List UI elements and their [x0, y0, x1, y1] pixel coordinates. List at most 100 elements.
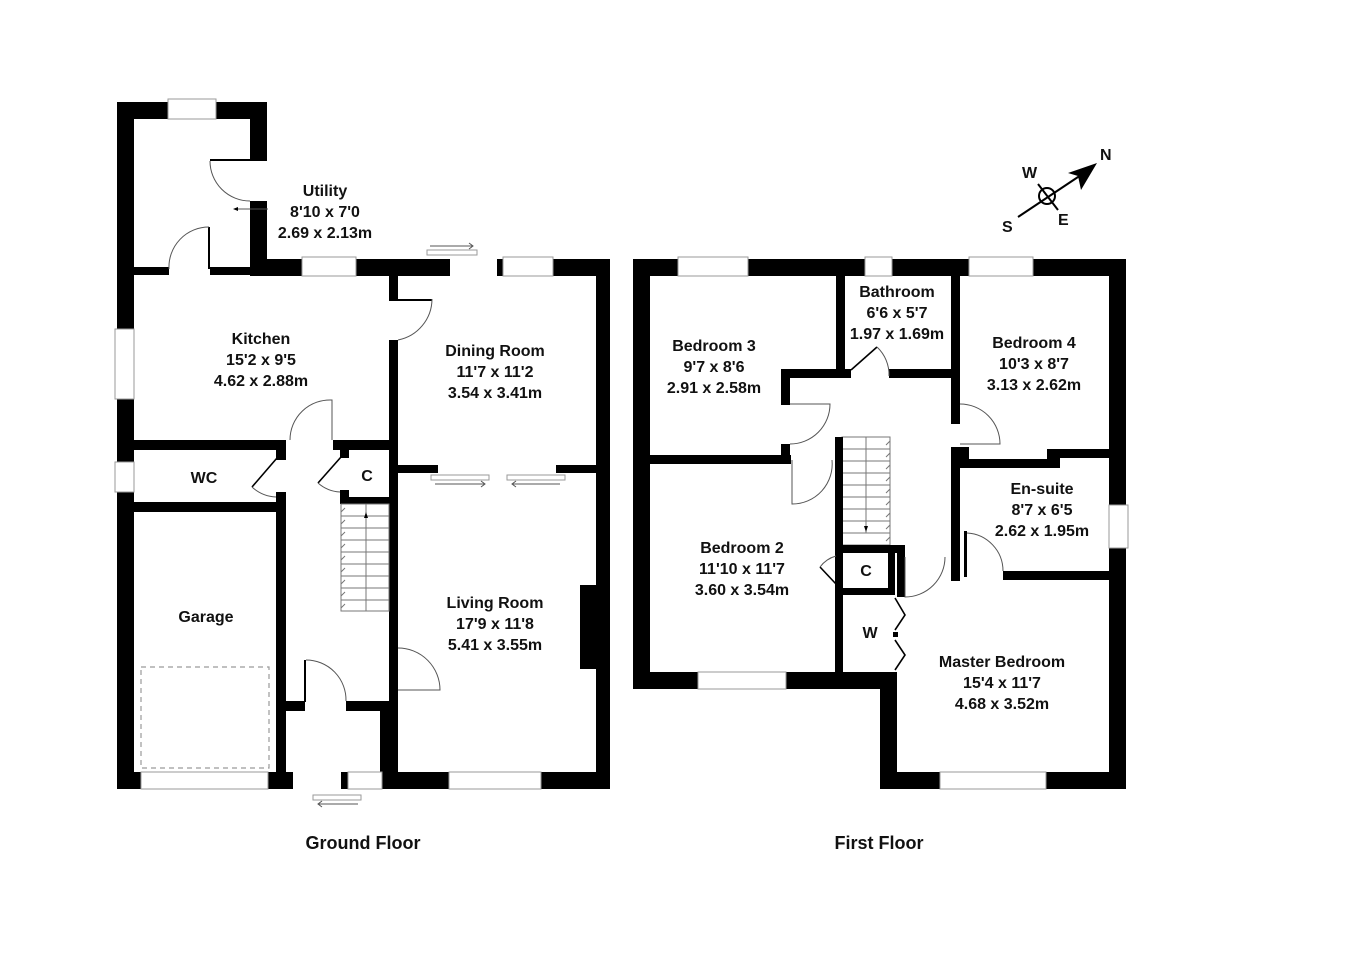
window [301, 256, 357, 277]
door-swing [168, 226, 210, 270]
wall [210, 267, 267, 275]
wall [951, 276, 960, 424]
svg-text:4.68 x 3.52m: 4.68 x 3.52m [955, 696, 1049, 713]
wall [210, 159, 267, 161]
wall [893, 632, 898, 637]
room-label-living: Living Room 17'9 x 11'8 5.41 x 3.55m [447, 595, 544, 654]
wall [556, 465, 596, 473]
ground-floor-plan [114, 98, 610, 808]
wall [286, 701, 305, 711]
room-label-garage: Garage [178, 609, 233, 626]
window [114, 461, 135, 493]
staircase [841, 436, 891, 546]
sliding-door [312, 794, 362, 801]
sliding-arrow [317, 800, 358, 808]
svg-text:Kitchen: Kitchen [232, 331, 291, 348]
svg-text:15'4 x 11'7: 15'4 x 11'7 [963, 675, 1041, 692]
svg-text:3.60 x 3.54m: 3.60 x 3.54m [695, 582, 789, 599]
wall [1003, 571, 1109, 580]
door-swing [876, 346, 890, 377]
svg-text:2.91 x 2.58m: 2.91 x 2.58m [667, 380, 761, 397]
wall [340, 490, 349, 502]
svg-text:Bedroom 2: Bedroom 2 [700, 540, 784, 557]
wall [389, 276, 398, 299]
wall [117, 772, 141, 789]
wall [276, 450, 286, 460]
wall [1047, 449, 1109, 458]
svg-text:6'6 x 5'7: 6'6 x 5'7 [867, 305, 928, 322]
window [448, 771, 542, 790]
svg-text:8'10 x 7'0: 8'10 x 7'0 [290, 204, 360, 221]
door-swing [305, 659, 347, 702]
door-swing [904, 556, 946, 598]
compass-east: E [1058, 212, 1069, 229]
wall [880, 672, 897, 789]
svg-text:Bedroom 4: Bedroom 4 [992, 335, 1076, 352]
svg-text:10'3 x 8'7: 10'3 x 8'7 [999, 356, 1069, 373]
sliding-arrow [511, 480, 560, 488]
window [1108, 504, 1129, 549]
wardrobe-doors [894, 597, 906, 671]
sliding-door [430, 474, 490, 481]
wall [208, 227, 210, 269]
svg-text:Bathroom: Bathroom [859, 284, 935, 301]
wall [276, 512, 286, 789]
door-swing [819, 555, 837, 568]
svg-text:9'7 x 8'6: 9'7 x 8'6 [684, 359, 745, 376]
wall [781, 444, 790, 464]
sliding-arrow [430, 242, 474, 250]
svg-text:11'7 x 11'2: 11'7 x 11'2 [456, 364, 533, 381]
svg-text:3.54 x 3.41m: 3.54 x 3.41m [448, 385, 542, 402]
svg-text:17'9 x 11'8: 17'9 x 11'8 [456, 616, 534, 633]
window [697, 671, 787, 690]
door [317, 456, 342, 484]
wall [117, 102, 134, 292]
wall [134, 267, 169, 275]
svg-text:En-suite: En-suite [1010, 481, 1073, 498]
door-swing [397, 298, 433, 341]
wall [897, 553, 905, 597]
wall [888, 553, 895, 595]
room-label-bathroom: Bathroom 6'6 x 5'7 1.97 x 1.69m [850, 284, 944, 343]
svg-text:Dining Room: Dining Room [445, 343, 545, 360]
car-space [140, 666, 270, 769]
wall [380, 711, 389, 789]
room-label-bedroom-3: Bedroom 3 9'7 x 8'6 2.91 x 2.58m [667, 338, 761, 397]
svg-text:Master Bedroom: Master Bedroom [939, 654, 1065, 671]
wall [134, 440, 286, 450]
room-label-ensuite: En-suite 8'7 x 6'5 2.62 x 1.95m [995, 481, 1089, 540]
wall [389, 299, 432, 301]
svg-text:4.62 x 2.88m: 4.62 x 2.88m [214, 373, 308, 390]
garage-door [140, 771, 269, 790]
wall [340, 497, 389, 504]
wall [268, 772, 293, 789]
door-swing [209, 160, 251, 202]
room-label-cupboard: C [361, 468, 373, 485]
wall [781, 369, 790, 405]
room-label-master-bedroom: Master Bedroom 15'4 x 11'7 4.68 x 3.52m [939, 654, 1065, 713]
wall [304, 660, 306, 702]
svg-text:Bedroom 3: Bedroom 3 [672, 338, 756, 355]
wall [835, 437, 843, 587]
wall [346, 701, 389, 711]
chimney-breast [580, 585, 596, 669]
wall [835, 585, 843, 675]
room-label-utility: Utility 8'10 x 7'0 2.69 x 2.13m [278, 183, 372, 242]
compass-west: W [1022, 165, 1038, 182]
room-label-dining: Dining Room 11'7 x 11'2 3.54 x 3.41m [445, 343, 545, 402]
room-label-bedroom-2: Bedroom 2 11'10 x 11'7 3.60 x 3.54m [695, 540, 789, 599]
window [939, 771, 1047, 790]
staircase [340, 503, 390, 612]
wall [650, 455, 791, 464]
sliding-door [426, 249, 478, 256]
window [502, 256, 554, 277]
wall [340, 450, 349, 458]
wall [276, 492, 286, 512]
room-label-kitchen: Kitchen 15'2 x 9'5 4.62 x 2.88m [214, 331, 308, 390]
wall [781, 369, 851, 378]
svg-text:5.41 x 3.55m: 5.41 x 3.55m [448, 637, 542, 654]
door [819, 566, 837, 585]
svg-text:Living Room: Living Room [447, 595, 544, 612]
first-floor-plan [633, 256, 1129, 790]
